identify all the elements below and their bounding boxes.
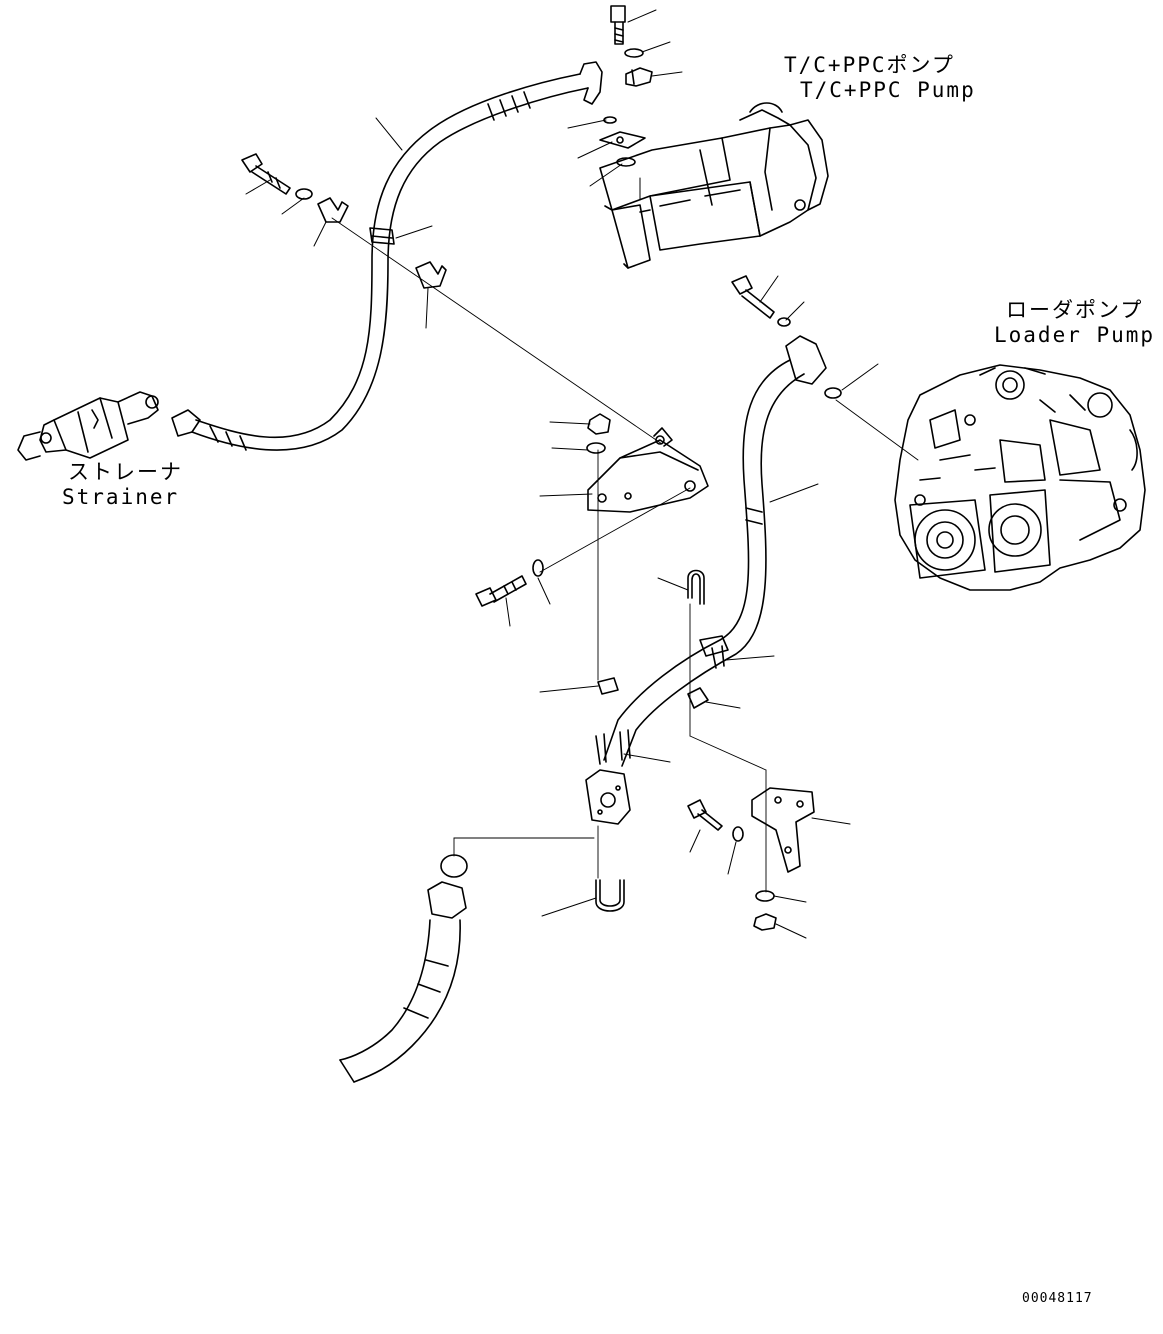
tc-ppc-pump-label-en: T/C+PPC Pump [800, 78, 976, 102]
u-bolt-upper [687, 569, 705, 605]
bracket-nut [586, 413, 611, 454]
tee-block [585, 729, 631, 825]
loader-pump-label-jp: ローダポンプ [1006, 298, 1144, 322]
lower-tank-hose [339, 881, 467, 1083]
lower-bracket-bolt [687, 799, 744, 842]
lower-right-bracket [751, 787, 815, 873]
loader-hose-bolt [731, 275, 791, 327]
strainer-label-jp: ストレーナ [68, 460, 183, 484]
loader-suction-hose [603, 335, 827, 767]
upper-hose-clamps [317, 197, 447, 289]
center-bracket [587, 427, 709, 513]
lower-bracket-nut [753, 890, 777, 931]
bracket-bolt [475, 559, 544, 607]
clamp-bolt-upper [241, 153, 313, 200]
lower-clamps [597, 645, 725, 709]
strainer-drawing [17, 391, 159, 461]
loader-pump-label-en: Loader Pump [994, 323, 1156, 347]
seal-oring [440, 854, 468, 878]
document-number: 00048117 [1022, 1291, 1093, 1306]
tc-pump-fittings [599, 5, 653, 201]
upper-suction-hose [171, 61, 603, 451]
tc-ppc-pump-drawing [599, 102, 829, 269]
u-bolt-lower [595, 879, 625, 912]
o-ring-loader [824, 387, 842, 399]
loader-pump-drawing [894, 364, 1146, 591]
tc-ppc-pump-label-jp: T/C+PPCポンプ [784, 53, 955, 77]
leader-lines [245, 9, 879, 939]
connection-lines [331, 217, 919, 893]
strainer-label-en: Strainer [62, 485, 180, 509]
